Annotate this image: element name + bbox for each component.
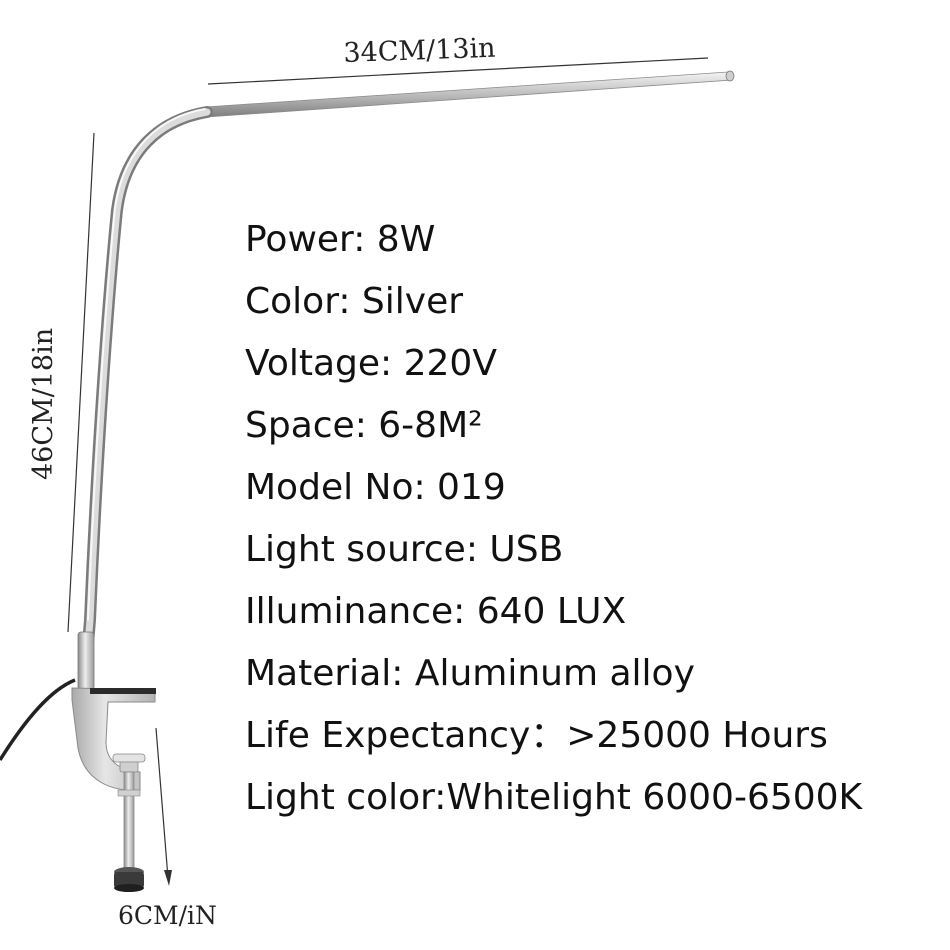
spec-voltage: Voltage: 220V: [245, 343, 497, 384]
gooseneck-arm: [80, 106, 213, 674]
arm-base-connector: [77, 631, 95, 691]
spec-color: Color: Silver: [245, 281, 464, 322]
height-label: 46CM/18in: [28, 327, 59, 480]
spec-list: Power: 8W Color: Silver Voltage: 220V Sp…: [245, 215, 862, 835]
spec-space: Space: 6-8M²: [245, 405, 483, 446]
arm-length-label: 34CM/13in: [342, 32, 497, 69]
desk-clamp: [71, 687, 156, 892]
spec-power: Power: 8W: [245, 219, 436, 260]
height-dimension-line: [67, 132, 95, 633]
spec-light-source: Light source: USB: [245, 529, 564, 570]
spec-illuminance: Illuminance: 640 LUX: [245, 591, 627, 632]
clamp-opening-label: 6CM/iN: [118, 901, 217, 930]
spec-life-expectancy: Life Expectancy：>25000 Hours: [245, 715, 828, 756]
light-bar: [204, 70, 735, 118]
power-cable: [0, 678, 76, 761]
spec-model-no: Model No: 019: [245, 467, 506, 508]
width-dimension-line: [207, 57, 709, 85]
spec-light-color: Light color:Whitelight 6000-6500K: [245, 777, 863, 818]
spec-material: Material: Aluminum alloy: [245, 653, 695, 694]
base-dimension-line: [155, 727, 172, 886]
